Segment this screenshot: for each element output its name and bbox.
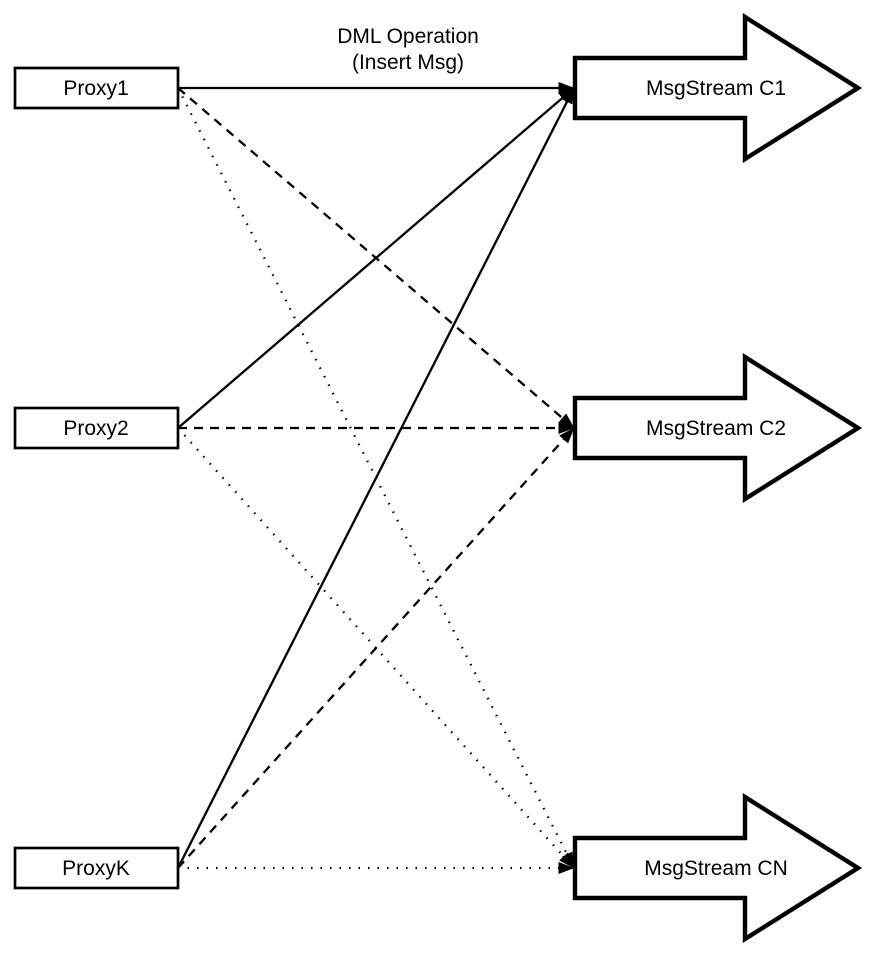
proxy1-label: Proxy1 (63, 77, 128, 100)
proxy2-box (13, 406, 180, 450)
msgstream-c1-arrow-icon (572, 13, 863, 163)
edge-proxy1-cn (176, 87, 576, 869)
proxyK-box (13, 846, 180, 890)
msgstream-c1-label: MsgStream C1 (646, 77, 786, 100)
labels-layer: Proxy1 Proxy2 ProxyK MsgStream C1 MsgStr… (62, 77, 788, 880)
proxy-shapes (13, 66, 180, 890)
msgstream-cn-arrow-icon (572, 793, 863, 943)
proxy1-box (13, 66, 180, 110)
diagram-title-line2: (Insert Msg) (351, 51, 464, 74)
msgstream-c2-label: MsgStream C2 (646, 417, 786, 440)
msgstream-cn-label: MsgStream CN (644, 857, 788, 880)
edge-proxy2-cn (177, 427, 575, 869)
proxy2-label: Proxy2 (63, 417, 128, 440)
diagram-title: DML Operation (Insert Msg) (337, 24, 479, 76)
proxyK-label: ProxyK (62, 857, 130, 880)
diagram-title-line1: DML Operation (337, 25, 479, 48)
edge-proxy1-c2 (177, 87, 575, 429)
edges-layer (176, 82, 576, 874)
msgstream-c2-arrow-icon (572, 353, 863, 503)
stream-shapes (572, 13, 863, 943)
